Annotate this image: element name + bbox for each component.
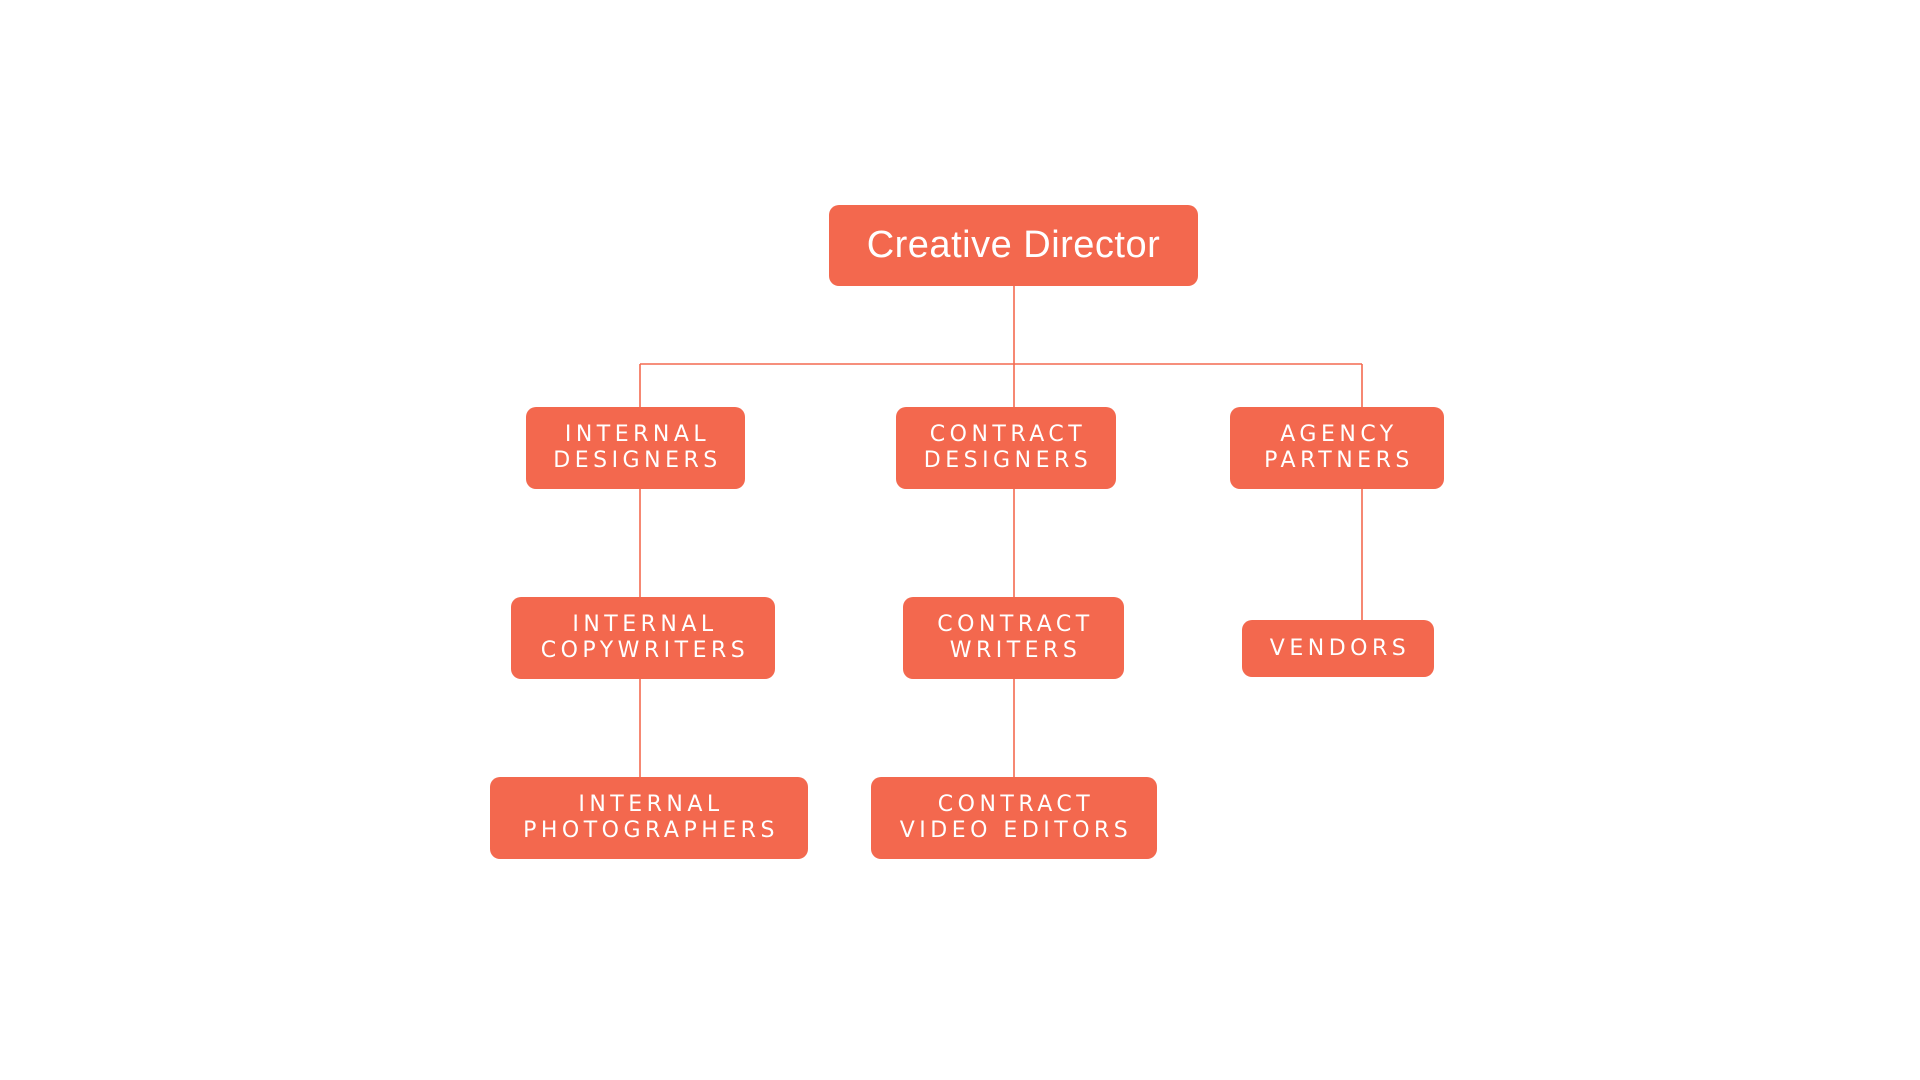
- node-agency-partners: AGENCY PARTNERS: [1230, 407, 1444, 489]
- node-label-line-1: CONTRACT: [937, 792, 1095, 817]
- node-vendors: VENDORS: [1242, 620, 1434, 677]
- node-label-line-1: VENDORS: [1269, 635, 1411, 661]
- node-label-line-1: INTERNAL: [564, 422, 711, 447]
- node-contract-writers: CONTRACT WRITERS: [903, 597, 1124, 679]
- node-label-line-1: INTERNAL: [572, 612, 718, 637]
- node-label-line-2: PHOTOGRAPHERS: [523, 818, 779, 843]
- node-internal-photographers: INTERNAL PHOTOGRAPHERS: [490, 777, 808, 859]
- node-internal-designers: INTERNAL DESIGNERS: [526, 407, 745, 489]
- node-label: Creative Director: [866, 224, 1161, 266]
- node-label-line-2: VIDEO EDITORS: [899, 818, 1133, 843]
- node-label-line-2: PARTNERS: [1264, 448, 1414, 473]
- node-creative-director: Creative Director: [829, 205, 1198, 286]
- node-contract-designers: CONTRACT DESIGNERS: [896, 407, 1116, 489]
- node-label-line-1: INTERNAL: [578, 792, 724, 817]
- node-contract-video-editors: CONTRACT VIDEO EDITORS: [871, 777, 1157, 859]
- node-label-line-1: CONTRACT: [937, 612, 1094, 637]
- node-label-line-2: COPYWRITERS: [540, 638, 750, 663]
- node-label-line-1: AGENCY: [1280, 422, 1398, 447]
- node-label-line-2: WRITERS: [949, 638, 1082, 663]
- node-label-line-1: CONTRACT: [929, 422, 1087, 447]
- node-label-line-2: DESIGNERS: [553, 448, 722, 473]
- node-internal-copywriters: INTERNAL COPYWRITERS: [511, 597, 775, 679]
- node-label-line-2: DESIGNERS: [923, 448, 1093, 473]
